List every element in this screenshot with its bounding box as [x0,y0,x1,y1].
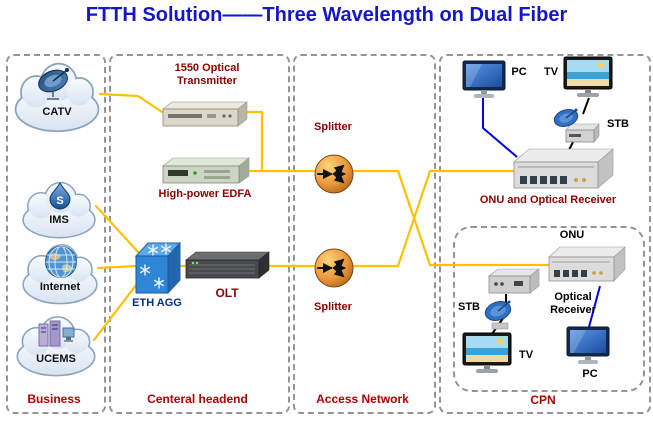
cpn-region-box [439,54,651,414]
splitter-bottom-label: Splitter [314,301,352,313]
globe-icon [45,246,77,278]
pc-top-label: PC [511,66,527,78]
edfa-label: High-power EDFA [158,188,252,200]
receiver-device-icon [488,268,540,294]
tv-top-label: TV [543,66,559,78]
stb-cpn-label: STB [458,301,480,313]
pc-cpn-label: PC [582,368,598,380]
wire-tv-to-stb-top [582,97,590,115]
wire-ucems-to-ethagg [92,278,142,342]
page-title: FTTH Solution——Three Wavelength on Dual … [85,4,568,26]
tv-icon [462,332,512,373]
optical-receiver-device [486,266,540,298]
cpn-home-box [453,226,645,392]
splitter-sphere-icon [314,248,354,288]
switch-3d-icon [134,241,182,295]
stb-dish-icon [553,108,600,143]
olt-label: OLT [215,286,239,300]
internet-cloud: Internet [20,240,100,306]
wire-transmitter-to-edfa [244,110,264,173]
wire-internet-to-ethagg [96,264,138,270]
transmitter-label: 1550 Optical Transmitter [174,62,240,87]
edfa-device [160,156,250,186]
access-section-label: Access Network [316,392,409,406]
onu-device-icon [548,246,626,282]
rack-device-icon [185,251,270,279]
onu-top-device [510,146,614,192]
internet-label: Internet [39,281,81,293]
stb-dish-icon [484,300,512,330]
business-section-label: Business [27,392,81,406]
wire-pc-to-onu-top [482,98,518,158]
servers-icon [38,320,75,347]
business-region-box [6,54,106,414]
receiver-label: Optical Receiver [550,291,596,316]
wire-catv-to-transmitter [98,92,164,114]
headend-region-box [109,54,290,414]
tv-icon [563,56,613,97]
onu-cpn-device [546,244,626,284]
rack-device-icon [162,101,248,127]
eth-agg-label: ETH AGG [132,297,182,309]
catv-cloud: CATV [12,58,102,134]
stb-cpn [482,298,522,332]
ucems-cloud: UCEMS [14,312,98,378]
headend-section-label: Centeral headend [147,392,248,406]
cpn-section-label: CPN [530,393,556,407]
catv-label: CATV [42,106,72,118]
pc-monitor-icon [462,60,506,98]
wire-splitter-bottom-to-onu [350,169,516,268]
ims-drop-icon: S [49,182,71,210]
tv-top [563,56,613,100]
onu-device-icon [513,148,614,189]
optical-transmitter-device [160,100,248,128]
olt-device [183,250,271,282]
splitter-top-icon [312,152,356,196]
pc-monitor-icon [566,326,610,364]
wire-ims-to-ethagg [94,204,140,254]
pc-cpn [566,326,610,366]
pc-top [462,60,506,100]
satellite-dish-icon [38,68,69,100]
rack-device-icon [162,157,250,184]
access-region-box [293,54,436,414]
ucems-label: UCEMS [36,353,76,365]
wire-pc-to-onu-cpn [588,285,601,328]
ims-cloud: S IMS [20,178,98,240]
splitter-top-label: Splitter [314,121,352,133]
tv-cpn-label: TV [518,349,534,361]
splitter-bottom-icon [312,246,356,290]
eth-agg-switch [133,240,183,296]
onu-top-label: ONU and Optical Receiver [479,194,617,206]
ims-letter: S [56,195,63,207]
splitter-sphere-icon [314,154,354,194]
tv-cpn [462,332,512,376]
stb-top [552,108,600,146]
onu-cpn-label: ONU [559,229,585,241]
ims-label: IMS [49,214,69,226]
stb-top-label: STB [607,118,629,130]
